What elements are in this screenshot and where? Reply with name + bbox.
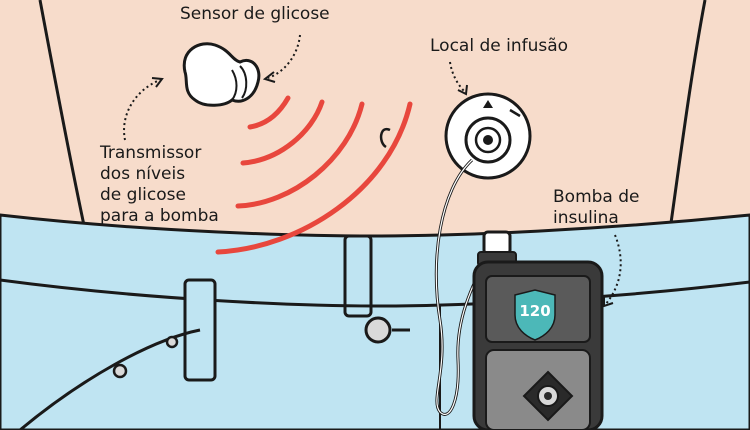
sensor-pointer-head [262,71,276,83]
label-pump-line-2: insulina [553,208,619,228]
pump-glucose-reading: 120 [519,302,551,320]
infusion-tube-inner [435,159,491,415]
label-glucose-sensor: Sensor de glicose [180,4,330,24]
label-transmitter-line-1: Transmissor [100,143,202,163]
body-contour-left [38,0,87,231]
signal-wave-4 [215,101,413,255]
transmitter-pointer-arrow [123,79,161,141]
infusion-site [444,92,532,180]
insulin-pump [472,260,604,430]
pocket-left [19,328,201,430]
pump-pointer-head [603,296,614,308]
label-transmitter: Transmissor dos níveis de glicose para a… [100,143,219,227]
infusion-pointer-head [457,84,468,96]
belt-loop-center [343,234,373,318]
label-transmitter-line-3: de glicose [100,185,186,205]
jeans-button [364,316,392,344]
pump-badge [514,289,556,341]
navel [379,127,391,149]
signal-wave-1 [247,95,291,130]
glucose-sensor [182,42,261,107]
label-transmitter-line-2: dos níveis [100,164,186,184]
label-infusion-site: Local de infusão [430,36,569,56]
jeans-waistband [0,278,750,308]
rivet-left [112,363,128,379]
signal-waves [215,95,413,255]
rivet-right [165,335,179,349]
pump-connector [482,230,512,256]
label-insulin-pump: Bomba de insulina [553,187,640,229]
infusion-pointer-arrow [449,61,466,93]
label-pump-line-1: Bomba de [553,187,640,207]
pump-dpad [522,370,574,422]
signal-wave-2 [240,99,325,166]
label-transmitter-line-4: para a bomba [100,206,219,226]
transmitter-pointer-head [151,77,164,88]
body-contour-right [668,0,707,231]
sensor-pointer-arrow [267,34,301,79]
signal-wave-3 [235,101,365,209]
